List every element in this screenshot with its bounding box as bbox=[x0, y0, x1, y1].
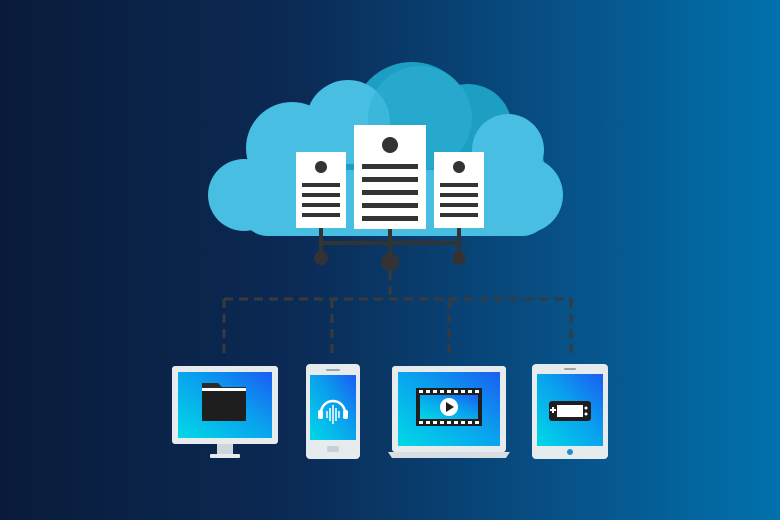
laptop-icon bbox=[388, 366, 510, 458]
server-icon-center bbox=[354, 125, 426, 229]
desktop-monitor-icon bbox=[172, 366, 278, 458]
network-dashed-lines bbox=[222, 271, 573, 358]
node-right bbox=[452, 251, 466, 265]
gamepad-icon bbox=[549, 401, 591, 421]
server-icon-right bbox=[434, 152, 484, 228]
node-left bbox=[314, 251, 328, 265]
folder-icon bbox=[202, 383, 246, 421]
node-center bbox=[381, 253, 399, 271]
film-play-icon bbox=[416, 388, 482, 426]
headphones-icon bbox=[318, 399, 348, 424]
tablet-icon bbox=[532, 364, 608, 459]
server-icon-left bbox=[296, 152, 346, 228]
smartphone-icon bbox=[306, 364, 360, 459]
